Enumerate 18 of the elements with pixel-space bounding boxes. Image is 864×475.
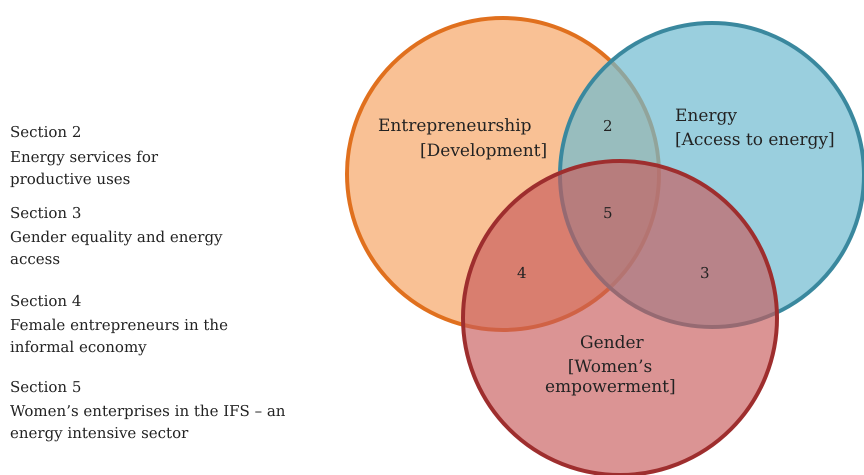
- section-description: Women’s enterprises in the IFS – an energy intensive sector: [10, 401, 286, 444]
- section-description: Female entrepreneurs in the informal economy: [10, 315, 229, 358]
- section-description: Gender equality and energy access: [10, 227, 224, 270]
- section-heading: Section 4: [10, 291, 82, 312]
- circle-title: Entrepreneurship: [378, 116, 532, 136]
- section-heading: Section 3: [10, 203, 82, 224]
- section-heading: Section 5: [10, 377, 82, 398]
- circle-subtitle: [Development]: [420, 141, 548, 161]
- circle-subtitle: [Access to energy]: [675, 130, 835, 150]
- region-number: 5: [603, 203, 613, 224]
- circle-title: Gender: [580, 333, 644, 353]
- region-number: 4: [517, 263, 527, 284]
- region-number: 3: [700, 263, 710, 284]
- section-description: Energy services for productive uses: [10, 147, 160, 190]
- circle-subtitle: [Women’s empowerment]: [545, 357, 675, 397]
- circle-title: Energy: [675, 106, 738, 126]
- section-heading: Section 2: [10, 122, 82, 143]
- region-number: 2: [603, 116, 613, 137]
